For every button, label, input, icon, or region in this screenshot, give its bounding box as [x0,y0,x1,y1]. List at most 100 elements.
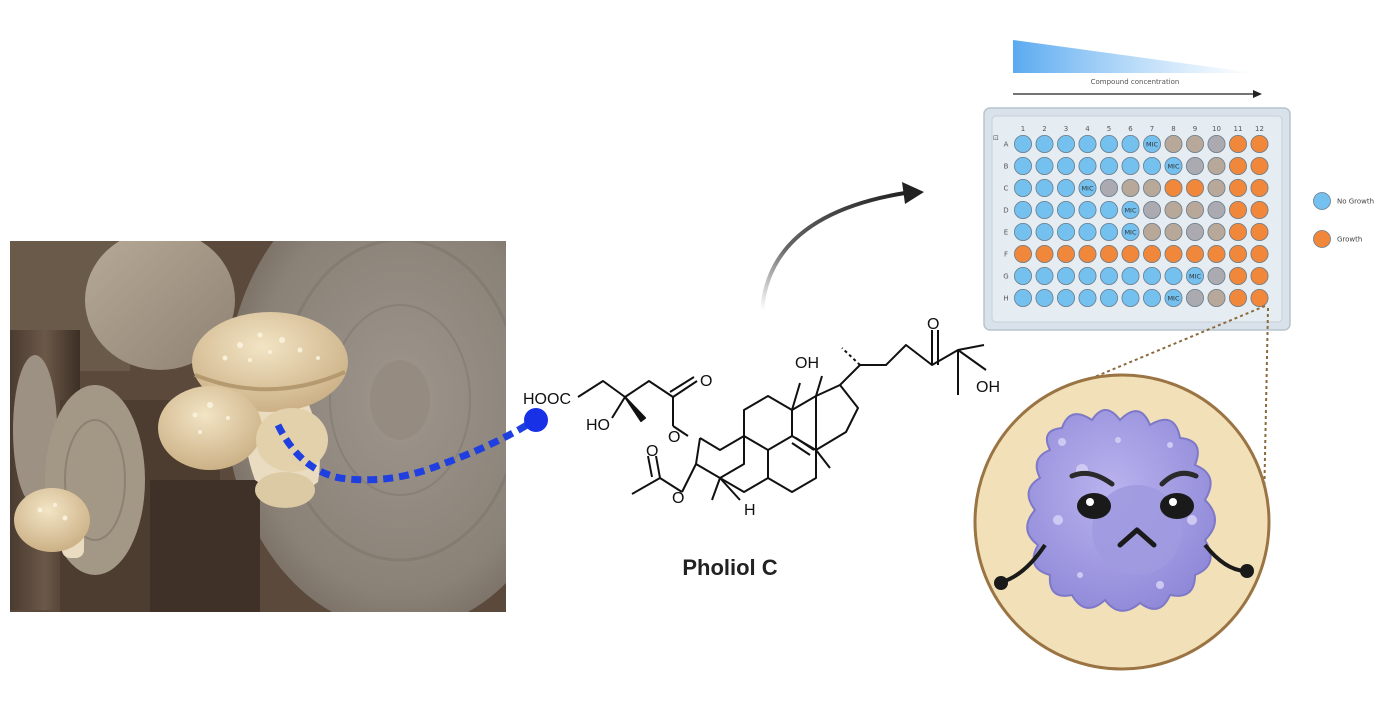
column-label: 12 [1255,125,1264,133]
column-label: 6 [1128,125,1133,133]
well [1186,134,1205,153]
mic-label: MIC [1146,140,1159,148]
concentration-gradient: Compound concentration [1013,40,1262,98]
well-mic [1078,178,1097,197]
well [1035,266,1054,285]
plate-corner-mark: ⊡ [993,134,999,142]
chemical-labels: HOOC HO O O O O OH H O OH [523,316,1000,519]
well [1057,134,1076,153]
well [1229,178,1248,197]
row-label: E [1004,229,1008,237]
well [1035,156,1054,175]
well [1100,134,1119,153]
well [1143,222,1162,241]
well [1164,200,1183,219]
label-oh-right: OH [976,379,1000,396]
mushroom-cluster [158,312,348,508]
compound-name: Pholiol C [682,555,777,580]
well [1078,134,1097,153]
legend-label: No Growth [1337,198,1374,206]
column-label: 7 [1150,125,1154,133]
well [1229,222,1248,241]
well [1035,222,1054,241]
well [1143,288,1162,307]
well [1207,288,1226,307]
well [1121,178,1140,197]
well [1057,244,1076,263]
well [1164,178,1183,197]
well [1207,266,1226,285]
well [1186,244,1205,263]
mic-label: MIC [1081,184,1094,192]
well [1186,156,1205,175]
well [1100,288,1119,307]
well [1121,134,1140,153]
row-label: D [1003,207,1008,215]
well [1143,200,1162,219]
well [1035,288,1054,307]
legend-swatch [1313,192,1331,210]
column-label: 9 [1193,125,1197,133]
well [1100,222,1119,241]
mic-label: MIC [1124,228,1137,236]
column-label: 4 [1085,125,1090,133]
row-label: G [1003,273,1008,281]
well [1250,244,1269,263]
well [1078,156,1097,175]
label-o-acetate: O [672,490,684,507]
well [1143,266,1162,285]
label-hooc: HOOC [523,391,571,408]
well-mic [1121,200,1140,219]
mic-label: MIC [1189,272,1202,280]
legend-label: Growth [1337,236,1362,244]
well [1121,288,1140,307]
mushroom-photo [10,241,506,612]
well [1014,222,1033,241]
well [1250,200,1269,219]
well [1121,244,1140,263]
well [1078,244,1097,263]
label-o-acetyl: O [646,443,658,460]
well [1100,156,1119,175]
well [1250,288,1269,307]
well-mic [1121,222,1140,241]
row-label: C [1004,185,1009,193]
arrow-head [902,182,924,204]
well [1143,244,1162,263]
well [1250,134,1269,153]
well [1121,266,1140,285]
gradient-label: Compound concentration [1091,78,1180,86]
well [1207,156,1226,175]
well-mic [1164,156,1183,175]
well [1207,134,1226,153]
label-o-ketone: O [927,316,939,333]
mic-label: MIC [1167,162,1180,170]
mic-label: MIC [1124,206,1137,214]
zoom-line-right [1263,307,1269,506]
well [1014,244,1033,263]
well [1143,156,1162,175]
wells: MIC MIC MIC MIC MIC MIC MIC [1014,134,1269,307]
column-label: 11 [1234,125,1243,133]
row-label: F [1004,251,1008,259]
well [1207,200,1226,219]
column-label: 8 [1171,125,1175,133]
well-mic [1186,266,1205,285]
well [1057,288,1076,307]
well [1143,178,1162,197]
well [1229,288,1248,307]
label-oh-top: OH [795,355,819,372]
well [1057,266,1076,285]
well [1121,156,1140,175]
label-ho: HO [586,417,610,434]
well-mic [1143,134,1162,153]
well [1164,134,1183,153]
mic-label: MIC [1167,294,1180,302]
row-label: B [1004,163,1009,171]
column-label: 5 [1107,125,1111,133]
row-label: H [1003,295,1008,303]
